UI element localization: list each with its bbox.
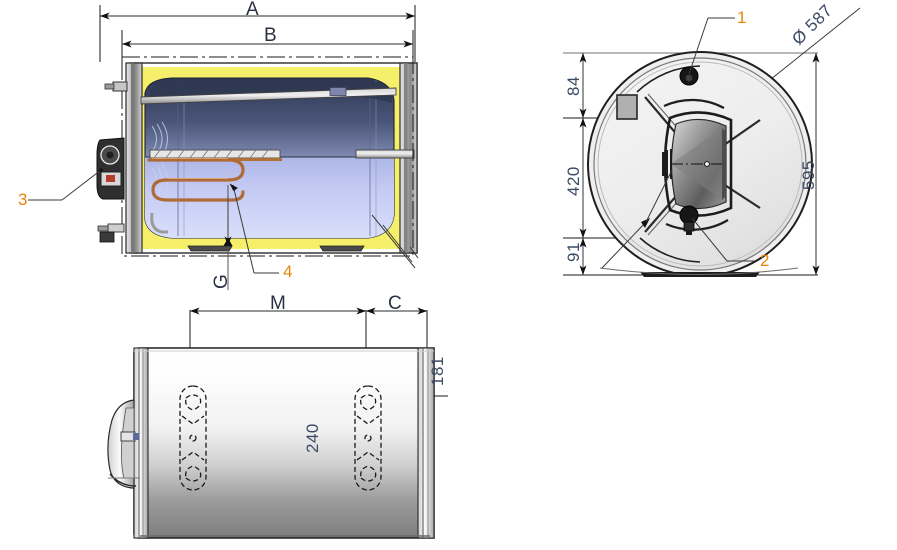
control-panel-thermostat — [96, 81, 128, 243]
heating-element-highlight — [152, 158, 228, 179]
ring-segments — [636, 65, 729, 263]
balloon-2: 2 — [760, 251, 770, 270]
rating-plate — [616, 94, 638, 120]
dimension-label-A: A — [246, 0, 260, 20]
dimension-label-84: 84 — [564, 76, 583, 96]
dimension-label-181: 181 — [428, 356, 447, 386]
lower-port-fitting — [679, 205, 699, 235]
central-flange — [662, 111, 733, 217]
dimension-label-B: B — [264, 25, 278, 46]
shell-edge-leaders — [371, 214, 419, 269]
inlet-pipe — [150, 212, 168, 234]
dimension-label-G: G — [211, 273, 232, 289]
bottom-control-housing — [107, 399, 140, 489]
dimension-C — [366, 307, 428, 348]
leader-balloon-1 — [688, 17, 735, 75]
dimension-label-240: 240 — [303, 423, 322, 453]
dimension-G — [223, 185, 233, 290]
front-feet — [187, 245, 365, 252]
dimension-A — [99, 5, 416, 62]
upper-port-fitting — [679, 66, 699, 86]
dimension-label-C: C — [388, 293, 403, 314]
anode-rod — [140, 87, 397, 105]
dimension-label-595: 595 — [799, 160, 818, 190]
dimension-label-420: 420 — [564, 166, 583, 196]
leader-balloon-3 — [28, 168, 103, 201]
heater-side-circle — [587, 51, 813, 277]
leader-balloon-4 — [229, 183, 279, 274]
mounting-bracket-left — [179, 385, 207, 491]
balloon-4: 4 — [283, 262, 293, 281]
mounting-bracket-right — [354, 385, 382, 491]
inner-tank-section — [140, 77, 415, 239]
dimension-label-91: 91 — [564, 242, 583, 262]
balloon-1: 1 — [737, 8, 747, 27]
dimension-label-M: M — [270, 293, 287, 314]
heating-element — [147, 158, 245, 202]
leader-balloon-2 — [691, 217, 755, 262]
outlet-stub — [355, 149, 415, 159]
heater-bottom-cylinder — [133, 347, 435, 539]
spoke-leader — [601, 169, 673, 269]
balloon-3: 3 — [18, 190, 28, 209]
